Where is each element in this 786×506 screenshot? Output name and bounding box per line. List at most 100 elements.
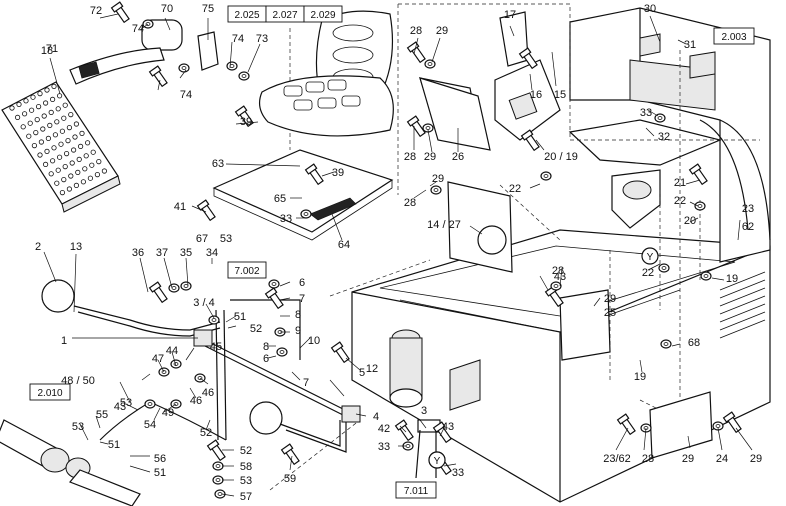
- side-plate: [447, 181, 513, 273]
- assembly-dashed-lines: [269, 3, 760, 491]
- bolt-head-icon: [264, 287, 278, 299]
- callout-number: 75: [202, 3, 214, 15]
- callout-number: 5: [359, 367, 365, 379]
- callout-number: 17: [504, 9, 516, 21]
- callout-number: 16: [530, 89, 542, 101]
- washer-icon: [422, 123, 434, 133]
- callout-number: 54: [144, 419, 156, 431]
- cab-structure: [419, 7, 771, 263]
- washer-hole-icon: [197, 376, 203, 380]
- callout-number: 28: [404, 197, 416, 209]
- callout-number: 26: [452, 151, 464, 163]
- seat-belt: [69, 19, 219, 85]
- washer-icon: [268, 279, 280, 289]
- bolt-head-icon: [688, 163, 702, 175]
- washer-icon: [168, 283, 180, 293]
- washer-icon: [694, 201, 706, 211]
- callout-number: 51: [154, 467, 166, 479]
- washer-hole-icon: [433, 188, 439, 192]
- y-marker-1: Y: [641, 247, 659, 265]
- ref-box-label: 2.025: [234, 10, 259, 21]
- callout-number: 33: [640, 107, 652, 119]
- floor-mat: [1, 81, 121, 213]
- bolt-head-icon: [148, 281, 162, 293]
- inner-panel: [559, 289, 611, 361]
- callout-number: 74: [232, 33, 244, 45]
- y-marker-2: Y: [428, 451, 446, 469]
- callout-number: 41: [174, 201, 186, 213]
- callout-number: 29: [436, 25, 448, 37]
- callout-number: 34: [206, 247, 218, 259]
- leader-lines: [43, 13, 753, 497]
- bolt-head-icon: [110, 1, 124, 13]
- callout-number: 31: [684, 39, 696, 51]
- callout-number: 45: [210, 341, 222, 353]
- callout-number: 7: [303, 377, 309, 389]
- cover-plate: [649, 391, 713, 459]
- callout-number: 57: [240, 491, 252, 503]
- callout-number: 29: [682, 453, 694, 465]
- callout-number: 32: [658, 131, 670, 143]
- floor-mat-pattern: [9, 83, 108, 196]
- washer-icon: [170, 359, 182, 369]
- callout-number: 4: [373, 411, 379, 423]
- callout-number: 48 / 50: [61, 375, 95, 387]
- callout-number: 39: [332, 167, 344, 179]
- callout-number: 6: [263, 353, 269, 365]
- callout-number: 68: [688, 337, 700, 349]
- washer-hole-icon: [173, 402, 179, 406]
- callout-number: 56: [154, 453, 166, 465]
- washer-icon: [212, 461, 224, 471]
- marker-label: Y: [434, 456, 441, 467]
- bolt-head-icon: [520, 129, 534, 141]
- callout-number: 13: [70, 241, 82, 253]
- washer-icon: [208, 315, 220, 325]
- washer-hole-icon: [657, 116, 663, 120]
- callout-number: 46: [190, 395, 202, 407]
- callout-number: 51: [108, 439, 120, 451]
- callout-number: 59: [284, 473, 296, 485]
- callout-number: 33: [378, 441, 390, 453]
- washer-icon: [430, 185, 442, 195]
- callout-number: 52: [250, 323, 262, 335]
- callout-number: 36: [132, 247, 144, 259]
- washer-hole-icon: [661, 266, 667, 270]
- callout-number: 10: [308, 335, 320, 347]
- callout-number: 62: [742, 221, 754, 233]
- callout-number: 9: [295, 325, 301, 337]
- control-cable: [149, 401, 227, 441]
- bolt-head-icon: [280, 443, 294, 455]
- ref-box-7-011: 7.011: [395, 481, 437, 499]
- bolt-head-icon: [234, 105, 248, 117]
- callout-number: 37: [156, 247, 168, 259]
- callout-number: 22: [642, 267, 654, 279]
- callout-number: 71: [46, 43, 58, 55]
- marker-label: Y: [647, 252, 654, 263]
- callout-number: 2: [35, 241, 41, 253]
- bolt-head-icon: [304, 163, 318, 175]
- callout-number: 43: [442, 421, 454, 433]
- callout-number: 20 / 19: [544, 151, 578, 163]
- bolt-head-icon: [432, 421, 446, 433]
- callout-number: 15: [554, 89, 566, 101]
- callout-number: 67: [196, 233, 208, 245]
- bolt-head-icon: [406, 115, 420, 127]
- callout-number: 3: [421, 405, 427, 417]
- bolt-head-icon: [406, 41, 420, 53]
- seat-plate: [212, 149, 394, 241]
- callout-number: 21: [674, 177, 686, 189]
- callout-number: 35: [180, 247, 192, 259]
- washer-hole-icon: [715, 424, 721, 428]
- ref-box-2-027: 2.027: [265, 5, 305, 23]
- callout-number: 64: [338, 239, 350, 251]
- callout-number: 28: [404, 151, 416, 163]
- callout-number: 44: [166, 345, 178, 357]
- washer-icon: [712, 421, 724, 431]
- ref-box-2-003: 2.003: [713, 27, 755, 45]
- callout-number: 73: [256, 33, 268, 45]
- washer-icon: [180, 281, 192, 291]
- callout-number: 22: [674, 195, 686, 207]
- callout-number: 70: [161, 3, 173, 15]
- washer-icon: [550, 281, 562, 291]
